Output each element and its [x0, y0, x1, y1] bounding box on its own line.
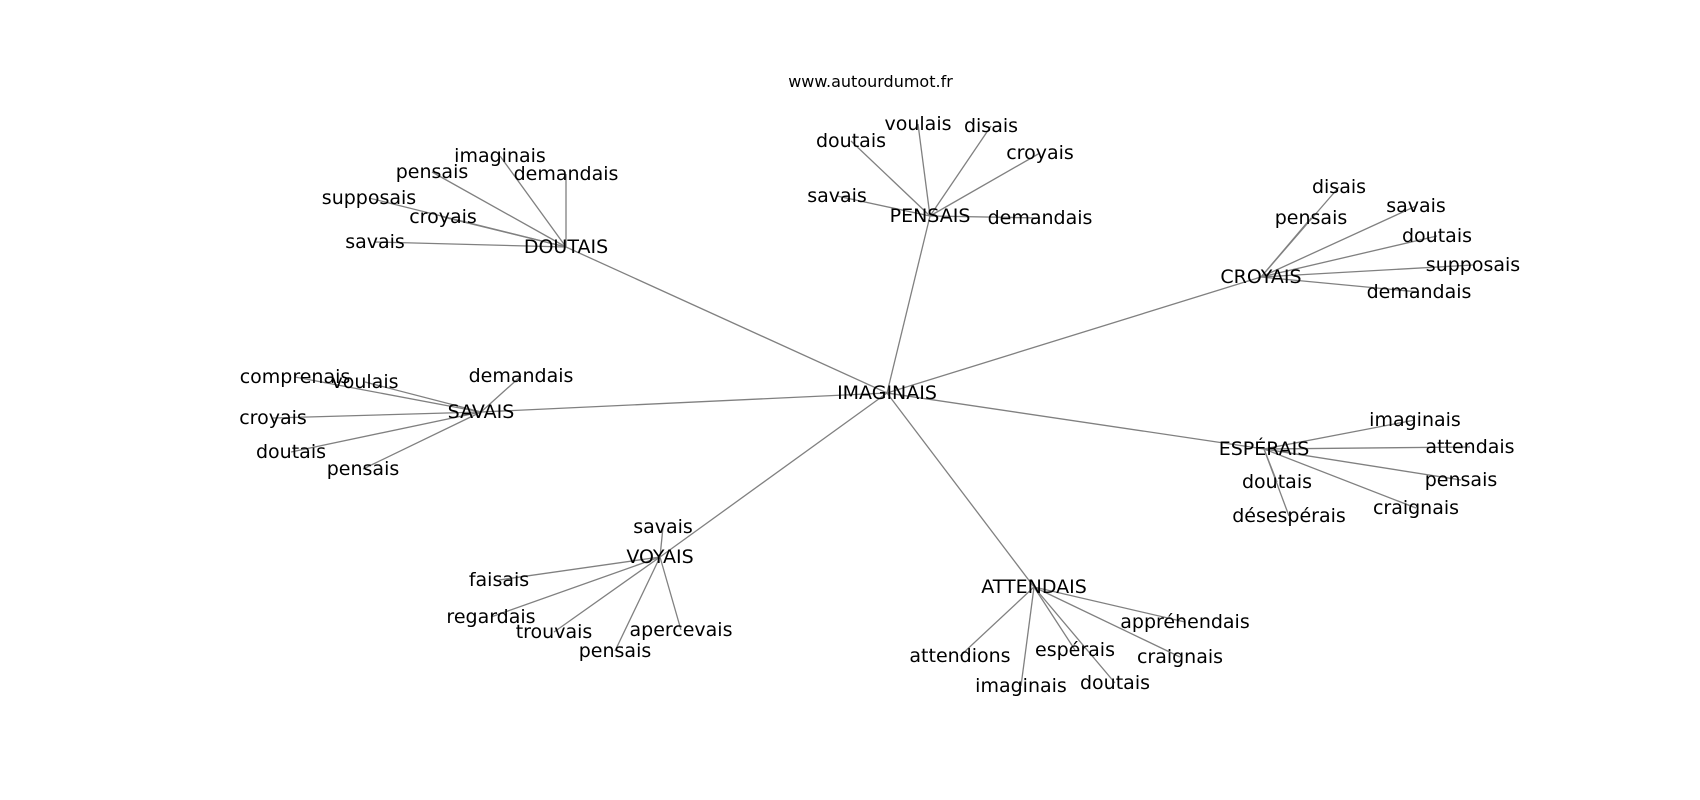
edge-doutais-1: [431, 171, 567, 248]
edge-voyais-0: [659, 526, 664, 558]
word-node-esperais-4: craignais: [1373, 497, 1459, 519]
edge-center-doutais: [565, 246, 888, 394]
edge-pensais-1: [929, 125, 992, 217]
edge-croyais-3: [1260, 235, 1438, 278]
hub-node-savais: SAVAIS: [448, 401, 515, 423]
word-node-esperais-0: imaginais: [1369, 409, 1461, 431]
edge-croyais-2: [1260, 217, 1312, 278]
word-node-savais-5: pensais: [327, 458, 400, 480]
word-node-pensais-3: doutais: [816, 130, 886, 152]
word-node-savais-4: doutais: [256, 441, 326, 463]
center-node-label: IMAGINAIS: [837, 382, 937, 404]
word-node-esperais-3: pensais: [1425, 469, 1498, 491]
word-node-croyais-5: demandais: [1367, 281, 1472, 303]
edge-pensais-3: [850, 140, 931, 217]
edge-center-esperais: [886, 392, 1265, 450]
edge-pensais-4: [836, 195, 931, 217]
word-node-pensais-0: voulais: [884, 113, 951, 135]
edge-esperais-1: [1263, 446, 1471, 450]
word-node-doutais-1: pensais: [396, 161, 469, 183]
word-node-pensais-1: disais: [964, 115, 1018, 137]
edge-croyais-4: [1260, 264, 1474, 278]
hub-node-attendais: ATTENDAIS: [981, 576, 1087, 598]
edge-esperais-0: [1263, 419, 1416, 450]
word-node-attendais-5: doutais: [1080, 672, 1150, 694]
edge-esperais-5: [1263, 448, 1290, 517]
edge-pensais-5: [929, 215, 1041, 219]
edge-voyais-2: [490, 556, 661, 618]
edge-esperais-3: [1263, 448, 1462, 481]
word-node-pensais-5: demandais: [988, 207, 1093, 229]
word-node-attendais-4: imaginais: [975, 675, 1067, 697]
word-node-voyais-3: trouvais: [516, 621, 593, 643]
hub-node-pensais: PENSAIS: [890, 205, 971, 227]
word-node-pensais-4: savais: [807, 185, 867, 207]
word-node-doutais-3: supposais: [322, 187, 416, 209]
graph-edges: [272, 123, 1474, 687]
edge-attendais-5: [1033, 586, 1116, 684]
edge-attendais-3: [959, 586, 1035, 657]
hub-node-esperais: ESPÉRAIS: [1219, 437, 1310, 460]
edge-center-savais: [480, 392, 888, 413]
source-credit: www.autourdumot.fr: [788, 72, 953, 91]
edge-voyais-3: [553, 556, 661, 633]
word-node-esperais-1: attendais: [1425, 436, 1514, 458]
edge-doutais-0: [499, 155, 567, 248]
edge-attendais-4: [1020, 586, 1035, 687]
hub-node-croyais: CROYAIS: [1220, 266, 1301, 288]
word-node-doutais-2: demandais: [514, 163, 619, 185]
edge-croyais-5: [1260, 276, 1420, 293]
word-node-attendais-0: appréhendais: [1120, 611, 1250, 633]
word-node-attendais-1: espérais: [1035, 639, 1115, 661]
word-node-esperais-5: désespérais: [1232, 505, 1346, 527]
edge-pensais-2: [929, 152, 1041, 217]
edge-croyais-1: [1260, 205, 1417, 278]
edge-savais-4: [290, 411, 482, 453]
edge-doutais-4: [442, 216, 567, 248]
word-node-croyais-3: doutais: [1402, 225, 1472, 247]
word-node-voyais-0: savais: [633, 516, 693, 538]
word-node-doutais-0: imaginais: [454, 145, 546, 167]
word-node-savais-1: voulais: [331, 371, 398, 393]
hub-node-doutais: DOUTAIS: [524, 236, 608, 258]
word-node-attendais-3: attendions: [909, 645, 1010, 667]
word-node-croyais-4: supposais: [1426, 254, 1520, 276]
word-node-doutais-5: savais: [345, 231, 405, 253]
edge-voyais-1: [498, 556, 661, 581]
word-node-pensais-2: croyais: [1006, 142, 1074, 164]
word-node-croyais-0: disais: [1312, 176, 1366, 198]
word-node-voyais-5: pensais: [579, 640, 652, 662]
edge-savais-2: [480, 375, 522, 413]
edge-savais-3: [272, 411, 482, 419]
word-node-savais-3: croyais: [239, 407, 307, 429]
edge-center-voyais: [659, 392, 888, 558]
edge-voyais-4: [659, 556, 682, 631]
edge-esperais-4: [1263, 448, 1417, 509]
edge-attendais-2: [1033, 586, 1181, 658]
word-node-voyais-4: apercevais: [630, 619, 733, 641]
word-node-doutais-4: croyais: [409, 206, 477, 228]
edge-doutais-5: [374, 241, 567, 248]
word-node-voyais-2: regardais: [446, 606, 535, 628]
word-node-attendais-2: craignais: [1137, 646, 1223, 668]
edge-center-attendais: [886, 392, 1035, 588]
edge-savais-1: [364, 381, 482, 413]
word-node-savais-2: demandais: [469, 365, 574, 387]
word-node-savais-0: comprenais: [240, 366, 351, 388]
edge-attendais-1: [1033, 586, 1076, 651]
edge-attendais-0: [1033, 586, 1186, 623]
edge-pensais-0: [917, 123, 931, 217]
word-node-croyais-1: savais: [1386, 195, 1446, 217]
word-node-voyais-1: faisais: [469, 569, 529, 591]
edge-savais-0: [294, 376, 482, 413]
edge-center-pensais: [886, 215, 931, 394]
edge-voyais-5: [614, 556, 661, 652]
edge-savais-5: [362, 411, 482, 470]
word-node-croyais-2: pensais: [1275, 207, 1348, 229]
hub-node-voyais: VOYAIS: [626, 546, 693, 568]
word-node-esperais-2: doutais: [1242, 471, 1312, 493]
edge-center-croyais: [886, 276, 1262, 394]
